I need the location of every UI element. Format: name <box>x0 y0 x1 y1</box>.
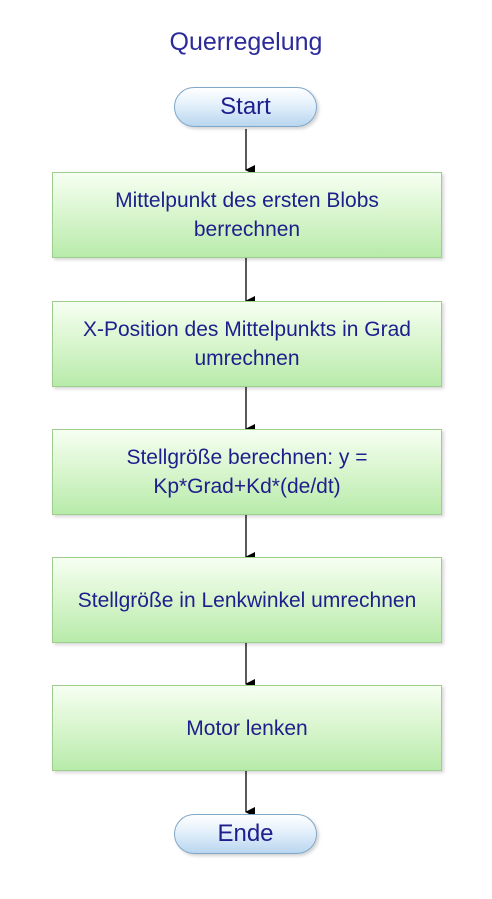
process-step-4: Stellgröße in Lenkwinkel umrechnen <box>52 557 442 643</box>
process-step-5: Motor lenken <box>52 685 442 771</box>
process-step-3: Stellgröße berechnen: y = Kp*Grad+Kd*(de… <box>52 429 442 515</box>
diagram-title: Querregelung <box>169 28 323 56</box>
process-step-2: X-Position des Mittelpunkts in Grad umre… <box>52 301 442 387</box>
start-terminal: Start <box>174 87 317 127</box>
process-step-1: Mittelpunkt des ersten Blobs berrechnen <box>52 172 442 258</box>
end-terminal: Ende <box>174 814 317 854</box>
